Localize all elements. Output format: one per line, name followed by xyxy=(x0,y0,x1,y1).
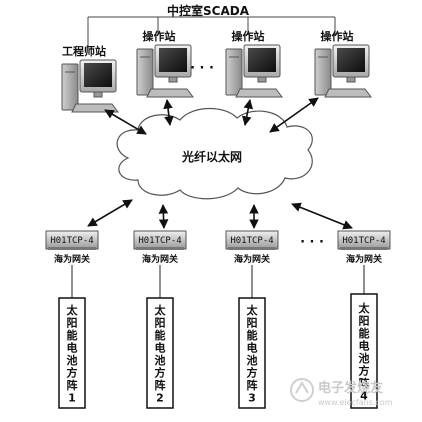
gateway-4-caption: 海为网关 xyxy=(346,253,382,265)
solar-array-3 xyxy=(238,297,266,409)
scada-bus xyxy=(87,16,336,48)
operator-workstation-1-icon xyxy=(136,44,194,98)
gateway-2: H01TCP-4 海为网关 xyxy=(133,230,187,265)
operator-workstation-2-icon xyxy=(225,44,283,98)
gateway-1-model: H01TCP-4 xyxy=(50,236,93,246)
gateway-2-model: H01TCP-4 xyxy=(138,236,181,246)
solar-array-4-char: 电 xyxy=(359,339,370,353)
solar-array-3-char: 电 xyxy=(247,341,258,355)
gateway-3-caption: 海为网关 xyxy=(234,253,270,265)
station-cloud-arrows xyxy=(104,97,319,135)
solar-array-2-char: 阳 xyxy=(155,316,166,330)
solar-array-1 xyxy=(58,297,86,409)
scada-title: 中控室SCADA xyxy=(167,3,250,18)
solar-array-1-char: 方 xyxy=(67,366,78,380)
solar-array-2-number: 2 xyxy=(156,392,164,405)
solar-array-1-number: 1 xyxy=(68,392,76,405)
station-label-operator-3: 操作站 xyxy=(321,29,354,43)
solar-array-3-char: 阳 xyxy=(247,316,258,330)
gateway-3: H01TCP-4 海为网关 xyxy=(225,230,279,265)
solar-array-4-char: 能 xyxy=(359,326,370,340)
solar-array-3-char: 池 xyxy=(247,353,258,367)
station-label-operator-1: 操作站 xyxy=(143,29,176,43)
station-ellipsis: · · · xyxy=(190,61,214,76)
solar-array-2-char: 电 xyxy=(155,341,166,355)
gateway-1: H01TCP-4 海为网关 xyxy=(45,230,99,265)
operator-workstation-3-icon xyxy=(314,44,372,98)
solar-array-3-number: 3 xyxy=(248,392,256,405)
solar-array-4-number: 4 xyxy=(360,390,368,403)
solar-array-4-char: 阵 xyxy=(359,376,370,390)
solar-array-4-char: 方 xyxy=(359,364,370,378)
gateway-3-model: H01TCP-4 xyxy=(230,236,273,246)
gateway-array-links xyxy=(71,265,365,298)
gateway-ellipsis: · · · xyxy=(300,235,324,250)
solar-array-4-char: 阳 xyxy=(359,314,370,328)
solar-array-4-char: 太 xyxy=(358,301,371,315)
solar-array-2-char: 方 xyxy=(155,366,166,380)
solar-array-4 xyxy=(350,293,378,409)
network-label: 光纤以太网 xyxy=(181,149,242,164)
watermark-text: 电子发烧友 xyxy=(318,380,383,396)
engineer-workstation-icon xyxy=(61,59,119,113)
station-label-operator-2: 操作站 xyxy=(232,29,265,43)
solar-array-2-char: 阵 xyxy=(155,378,166,392)
watermark-logo-icon xyxy=(290,378,314,402)
solar-array-2-char: 太 xyxy=(154,303,167,317)
solar-array-3-char: 方 xyxy=(247,366,258,380)
solar-array-1-char: 阵 xyxy=(67,378,78,392)
solar-array-3-char: 能 xyxy=(247,328,258,342)
solar-array-1-char: 能 xyxy=(67,328,78,342)
solar-array-4-char: 池 xyxy=(359,351,370,365)
ethernet-cloud-shape xyxy=(116,107,313,200)
solar-array-2-char: 能 xyxy=(155,328,166,342)
solar-array-1-char: 电 xyxy=(67,341,78,355)
solar-array-1-char: 阳 xyxy=(67,316,78,330)
station-label-engineer: 工程师站 xyxy=(62,44,106,58)
solar-array-2-char: 池 xyxy=(155,353,166,367)
solar-array-3-char: 阵 xyxy=(247,378,258,392)
solar-array-3-char: 太 xyxy=(246,303,259,317)
gateway-4: H01TCP-4 海为网关 xyxy=(337,230,391,265)
cloud-gateway-arrows xyxy=(87,199,353,230)
gateway-4-model: H01TCP-4 xyxy=(342,236,385,246)
solar-array-2 xyxy=(146,297,174,409)
gateway-2-caption: 海为网关 xyxy=(142,253,178,265)
solar-array-1-char: 池 xyxy=(67,353,78,367)
watermark-url: www.elecfans.com xyxy=(318,398,393,407)
solar-array-1-char: 太 xyxy=(66,303,79,317)
watermark: 电子发烧友 www.elecfans.com xyxy=(290,378,393,407)
gateway-1-caption: 海为网关 xyxy=(54,253,90,265)
